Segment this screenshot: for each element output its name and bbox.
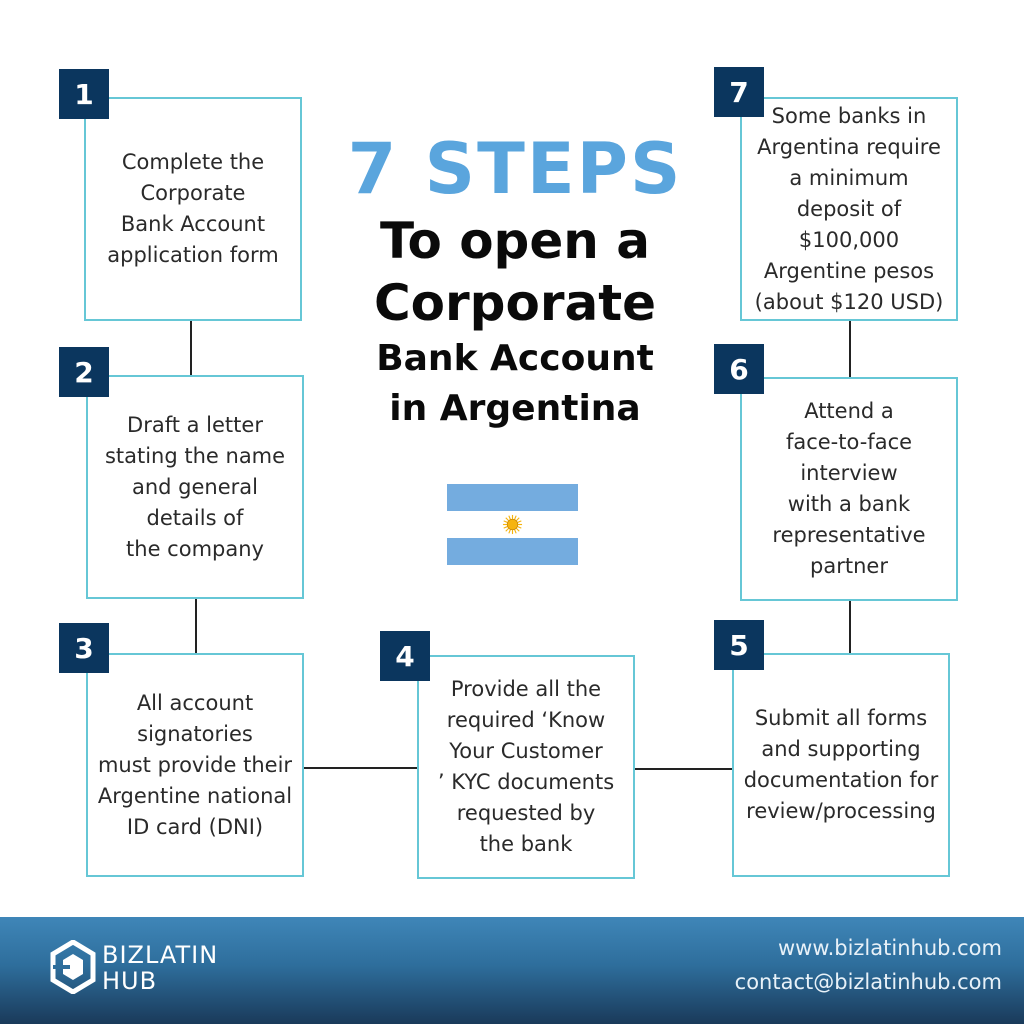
step-2-text: Draft a letter stating the name and gene… (104, 412, 286, 561)
title-line-to-open: To open a (379, 212, 651, 270)
bizlatinhub-logo[interactable]: BIZLATIN HUB (50, 940, 250, 1000)
connector-1-2 (190, 320, 192, 376)
step-1-box: Complete the Corporate Bank Account appl… (84, 97, 302, 321)
title-block: 7 STEPS To open a Corporate Bank Account… (330, 128, 700, 434)
step-7-badge: 7 (714, 67, 764, 117)
step-4-text: Provide all the required ‘Know Your Cust… (437, 677, 615, 856)
email-link[interactable]: contact@bizlatinhub.com (734, 970, 1002, 994)
connector-3-4 (303, 767, 418, 769)
step-4-box: Provide all the required ‘Know Your Cust… (417, 655, 635, 879)
step-5-badge: 5 (714, 620, 764, 670)
sun-of-may-icon (502, 514, 523, 535)
website-link[interactable]: www.bizlatinhub.com (777, 936, 1002, 960)
step-5-box: Submit all forms and supporting document… (732, 653, 950, 877)
title-line-corporate: Corporate (373, 274, 657, 332)
connector-6-7 (849, 320, 851, 378)
connector-5-6 (849, 601, 851, 656)
step-7-text: Some banks in Argentina require a minimu… (754, 103, 944, 314)
title-steps: 7 STEPS (347, 128, 683, 210)
argentina-flag-icon (447, 484, 578, 565)
connector-2-3 (195, 598, 197, 654)
step-7-box: Some banks in Argentina require a minimu… (740, 97, 958, 321)
brand-name-line-2: HUB (102, 967, 158, 995)
step-6-badge: 6 (714, 344, 764, 394)
title-line-in-argentina: in Argentina (389, 388, 641, 429)
flag-bottom-band (447, 538, 578, 565)
bizlatinhub-logo-icon (50, 940, 96, 994)
step-2-badge: 2 (59, 347, 109, 397)
step-6-text: Attend a face-to-face interview with a b… (772, 399, 926, 578)
footer-bar (0, 917, 1024, 1024)
step-2-box: Draft a letter stating the name and gene… (86, 375, 304, 599)
connector-4-5 (634, 768, 733, 770)
step-3-text: All account signatories must provide the… (97, 690, 293, 839)
step-6-box: Attend a face-to-face interview with a b… (740, 377, 958, 601)
step-4-badge: 4 (380, 631, 430, 681)
step-3-box: All account signatories must provide the… (86, 653, 304, 877)
step-5-text: Submit all forms and supporting document… (743, 706, 939, 823)
title-line-bank-account: Bank Account (376, 338, 654, 379)
step-1-badge: 1 (59, 69, 109, 119)
flag-top-band (447, 484, 578, 511)
step-1-text: Complete the Corporate Bank Account appl… (107, 150, 279, 267)
brand-name-line-1: BIZLATIN (102, 941, 219, 969)
step-3-badge: 3 (59, 623, 109, 673)
